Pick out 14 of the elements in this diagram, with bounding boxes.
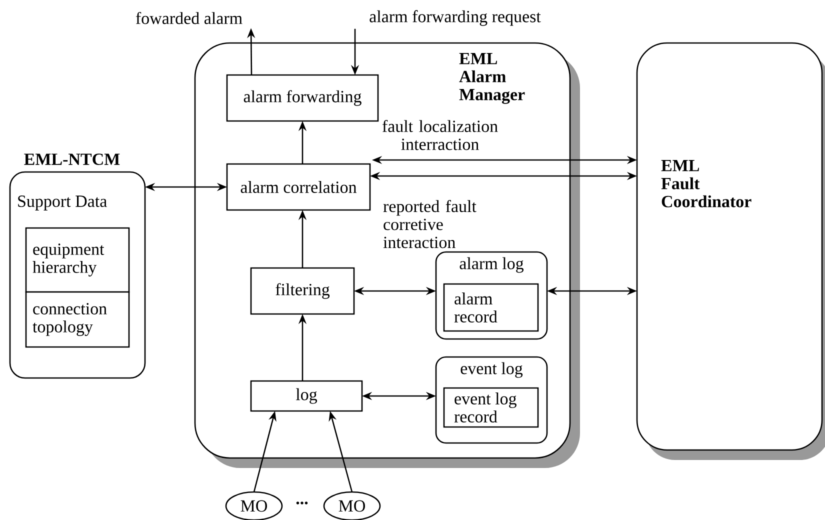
data-box: equipment hierarchy bbox=[25, 227, 130, 293]
input-label: alarm forwarding request bbox=[370, 10, 541, 26]
process-box: alarm correlation bbox=[226, 163, 371, 211]
process-box: log bbox=[250, 380, 363, 412]
edge-label: fault localization interraction bbox=[382, 120, 498, 150]
system-box: EML Fault Coordinator bbox=[636, 42, 823, 451]
data-box: connection topology bbox=[25, 291, 130, 348]
node-label: EML-NTCM bbox=[24, 154, 120, 166]
record-box: alarm record bbox=[443, 283, 539, 332]
ellipsis-label: ... bbox=[296, 502, 308, 504]
process-box: alarm forwarding bbox=[226, 74, 379, 122]
output-label: fowarded alarm bbox=[136, 12, 242, 24]
record-box: event log record bbox=[443, 387, 539, 428]
process-box: filtering bbox=[250, 267, 355, 315]
